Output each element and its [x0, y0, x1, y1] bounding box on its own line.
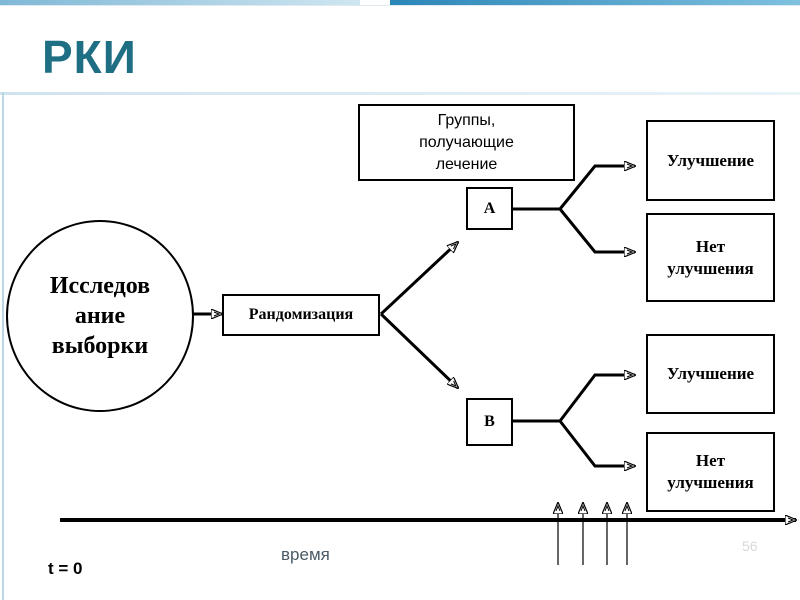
t-zero-label: t = 0	[48, 559, 83, 578]
population-label: Исследов ание выборки	[49, 273, 151, 359]
top-accent-left	[0, 0, 360, 5]
top-accent-bar	[0, 0, 800, 6]
outcome-b-improve-box: Улучшение	[646, 334, 775, 414]
branch-b-down	[558, 420, 635, 466]
top-accent-right	[390, 0, 800, 5]
arrow-to-group-b	[379, 312, 458, 388]
group-a-box: А	[466, 187, 513, 230]
frame-left-border	[2, 92, 4, 600]
group-b-label: В	[484, 413, 495, 430]
content-frame	[0, 92, 800, 600]
branch-a-down	[558, 208, 635, 252]
outcome-a-no-improve-box: Нет улучшения	[646, 213, 775, 302]
population-circle: Исследов ание выборки	[6, 220, 194, 412]
treatment-groups-label: Группы, получающие лечение	[419, 111, 514, 173]
page-number: 56	[742, 538, 758, 554]
outcome-b-no-improve-box: Нет улучшения	[646, 432, 775, 512]
group-b-box: В	[466, 398, 513, 446]
outcome-a-no-improve-label: Нет улучшения	[667, 236, 754, 278]
treatment-groups-box: Группы, получающие лечение	[358, 104, 575, 181]
branch-a-up	[558, 166, 635, 210]
time-label: время	[281, 545, 330, 564]
outcome-b-improve-label: Улучшение	[666, 364, 755, 383]
outcome-b-no-improve-label: Нет улучшения	[667, 451, 754, 492]
outcome-a-improve-label: Улучшение	[666, 150, 755, 170]
randomization-box: Рандомизация	[222, 294, 380, 336]
group-a-label: А	[483, 199, 496, 217]
branch-b-up	[558, 375, 635, 422]
top-accent-line	[0, 5, 800, 6]
randomization-label: Рандомизация	[248, 306, 354, 323]
frame-top-border	[0, 92, 800, 95]
arrow-to-group-a	[379, 242, 458, 316]
slide-title: РКИ	[42, 31, 137, 83]
outcome-a-improve-box: Улучшение	[646, 120, 775, 201]
